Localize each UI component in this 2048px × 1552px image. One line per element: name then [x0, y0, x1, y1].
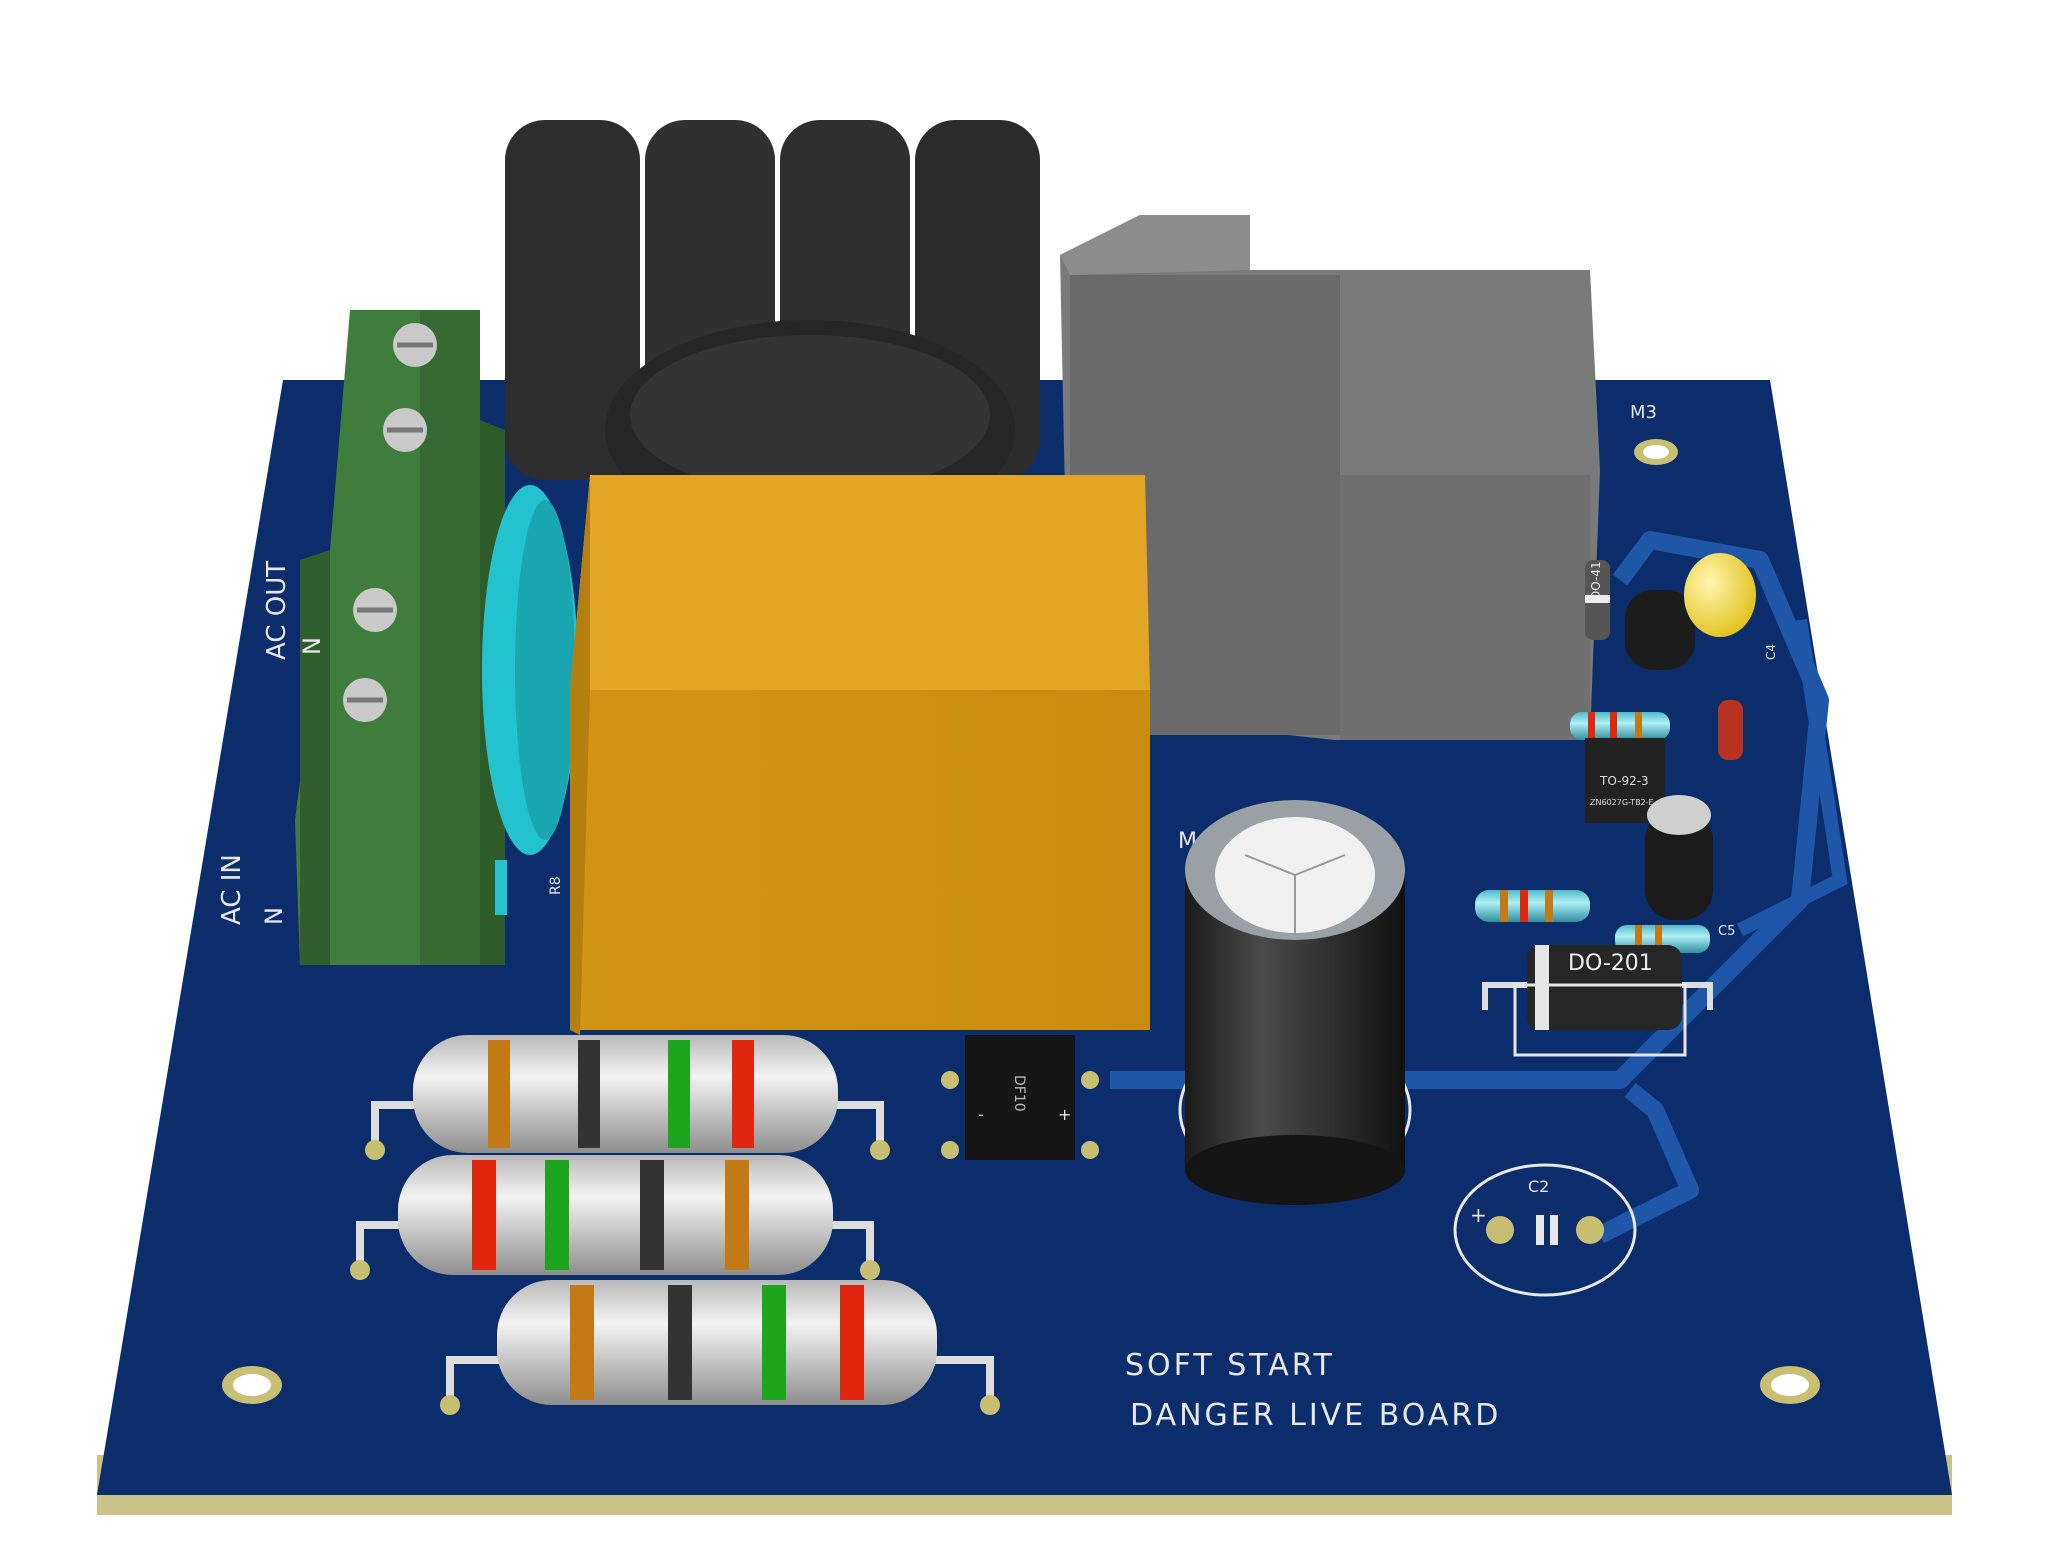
terminal-screws	[343, 323, 437, 722]
diode-small-label: DO-41	[1589, 561, 1603, 600]
ref-c2: C2	[1528, 1177, 1549, 1196]
ref-c5: C5	[1718, 924, 1735, 939]
small-resistors	[1475, 700, 1743, 953]
mount-label: M3	[1630, 402, 1657, 423]
ref-c4: C4	[1764, 644, 1778, 660]
to92-transistor: TO-92-3 ZN6027G-TB2-E	[1585, 590, 1695, 823]
terminal-block	[295, 310, 505, 965]
board-title: SOFT START	[1125, 1348, 1335, 1383]
orange-relay	[570, 475, 1150, 1035]
ref-r8: R8	[548, 876, 564, 895]
ac-in-label: AC IN	[217, 854, 247, 925]
diode-small	[1585, 560, 1610, 640]
n-out-label: N	[298, 637, 326, 655]
ac-out-label: AC OUT	[262, 561, 292, 660]
copper-trace	[1595, 1082, 1699, 1244]
small-capacitor	[1645, 795, 1713, 920]
board-warning: DANGER LIVE BOARD	[1130, 1398, 1501, 1433]
bridge-rectifier: DF10 - +	[941, 1035, 1099, 1160]
diode-do201	[1482, 945, 1713, 1057]
power-resistor-2	[350, 1155, 880, 1280]
bridge-label: DF10	[1011, 1075, 1027, 1112]
mounting-holes	[222, 439, 1820, 1404]
power-resistor-3	[440, 1280, 1000, 1415]
bridge-minus: -	[978, 1105, 984, 1124]
copper-trace	[1736, 618, 1848, 937]
n-in-label: N	[260, 907, 288, 925]
copper-trace	[1110, 531, 1829, 1089]
bridge-plus: +	[1058, 1105, 1071, 1124]
to92-part: ZN6027G-TB2-E	[1590, 798, 1654, 807]
led	[1684, 553, 1756, 637]
c2-plus: +	[1470, 1203, 1487, 1227]
electrolytic-capacitor	[1178, 800, 1412, 1205]
diode-do201-label: DO-201	[1568, 951, 1653, 976]
varistor	[482, 485, 578, 915]
power-resistor-1	[365, 1035, 890, 1160]
to92-package: TO-92-3	[1599, 774, 1649, 788]
c2-footprint	[1453, 1163, 1637, 1297]
